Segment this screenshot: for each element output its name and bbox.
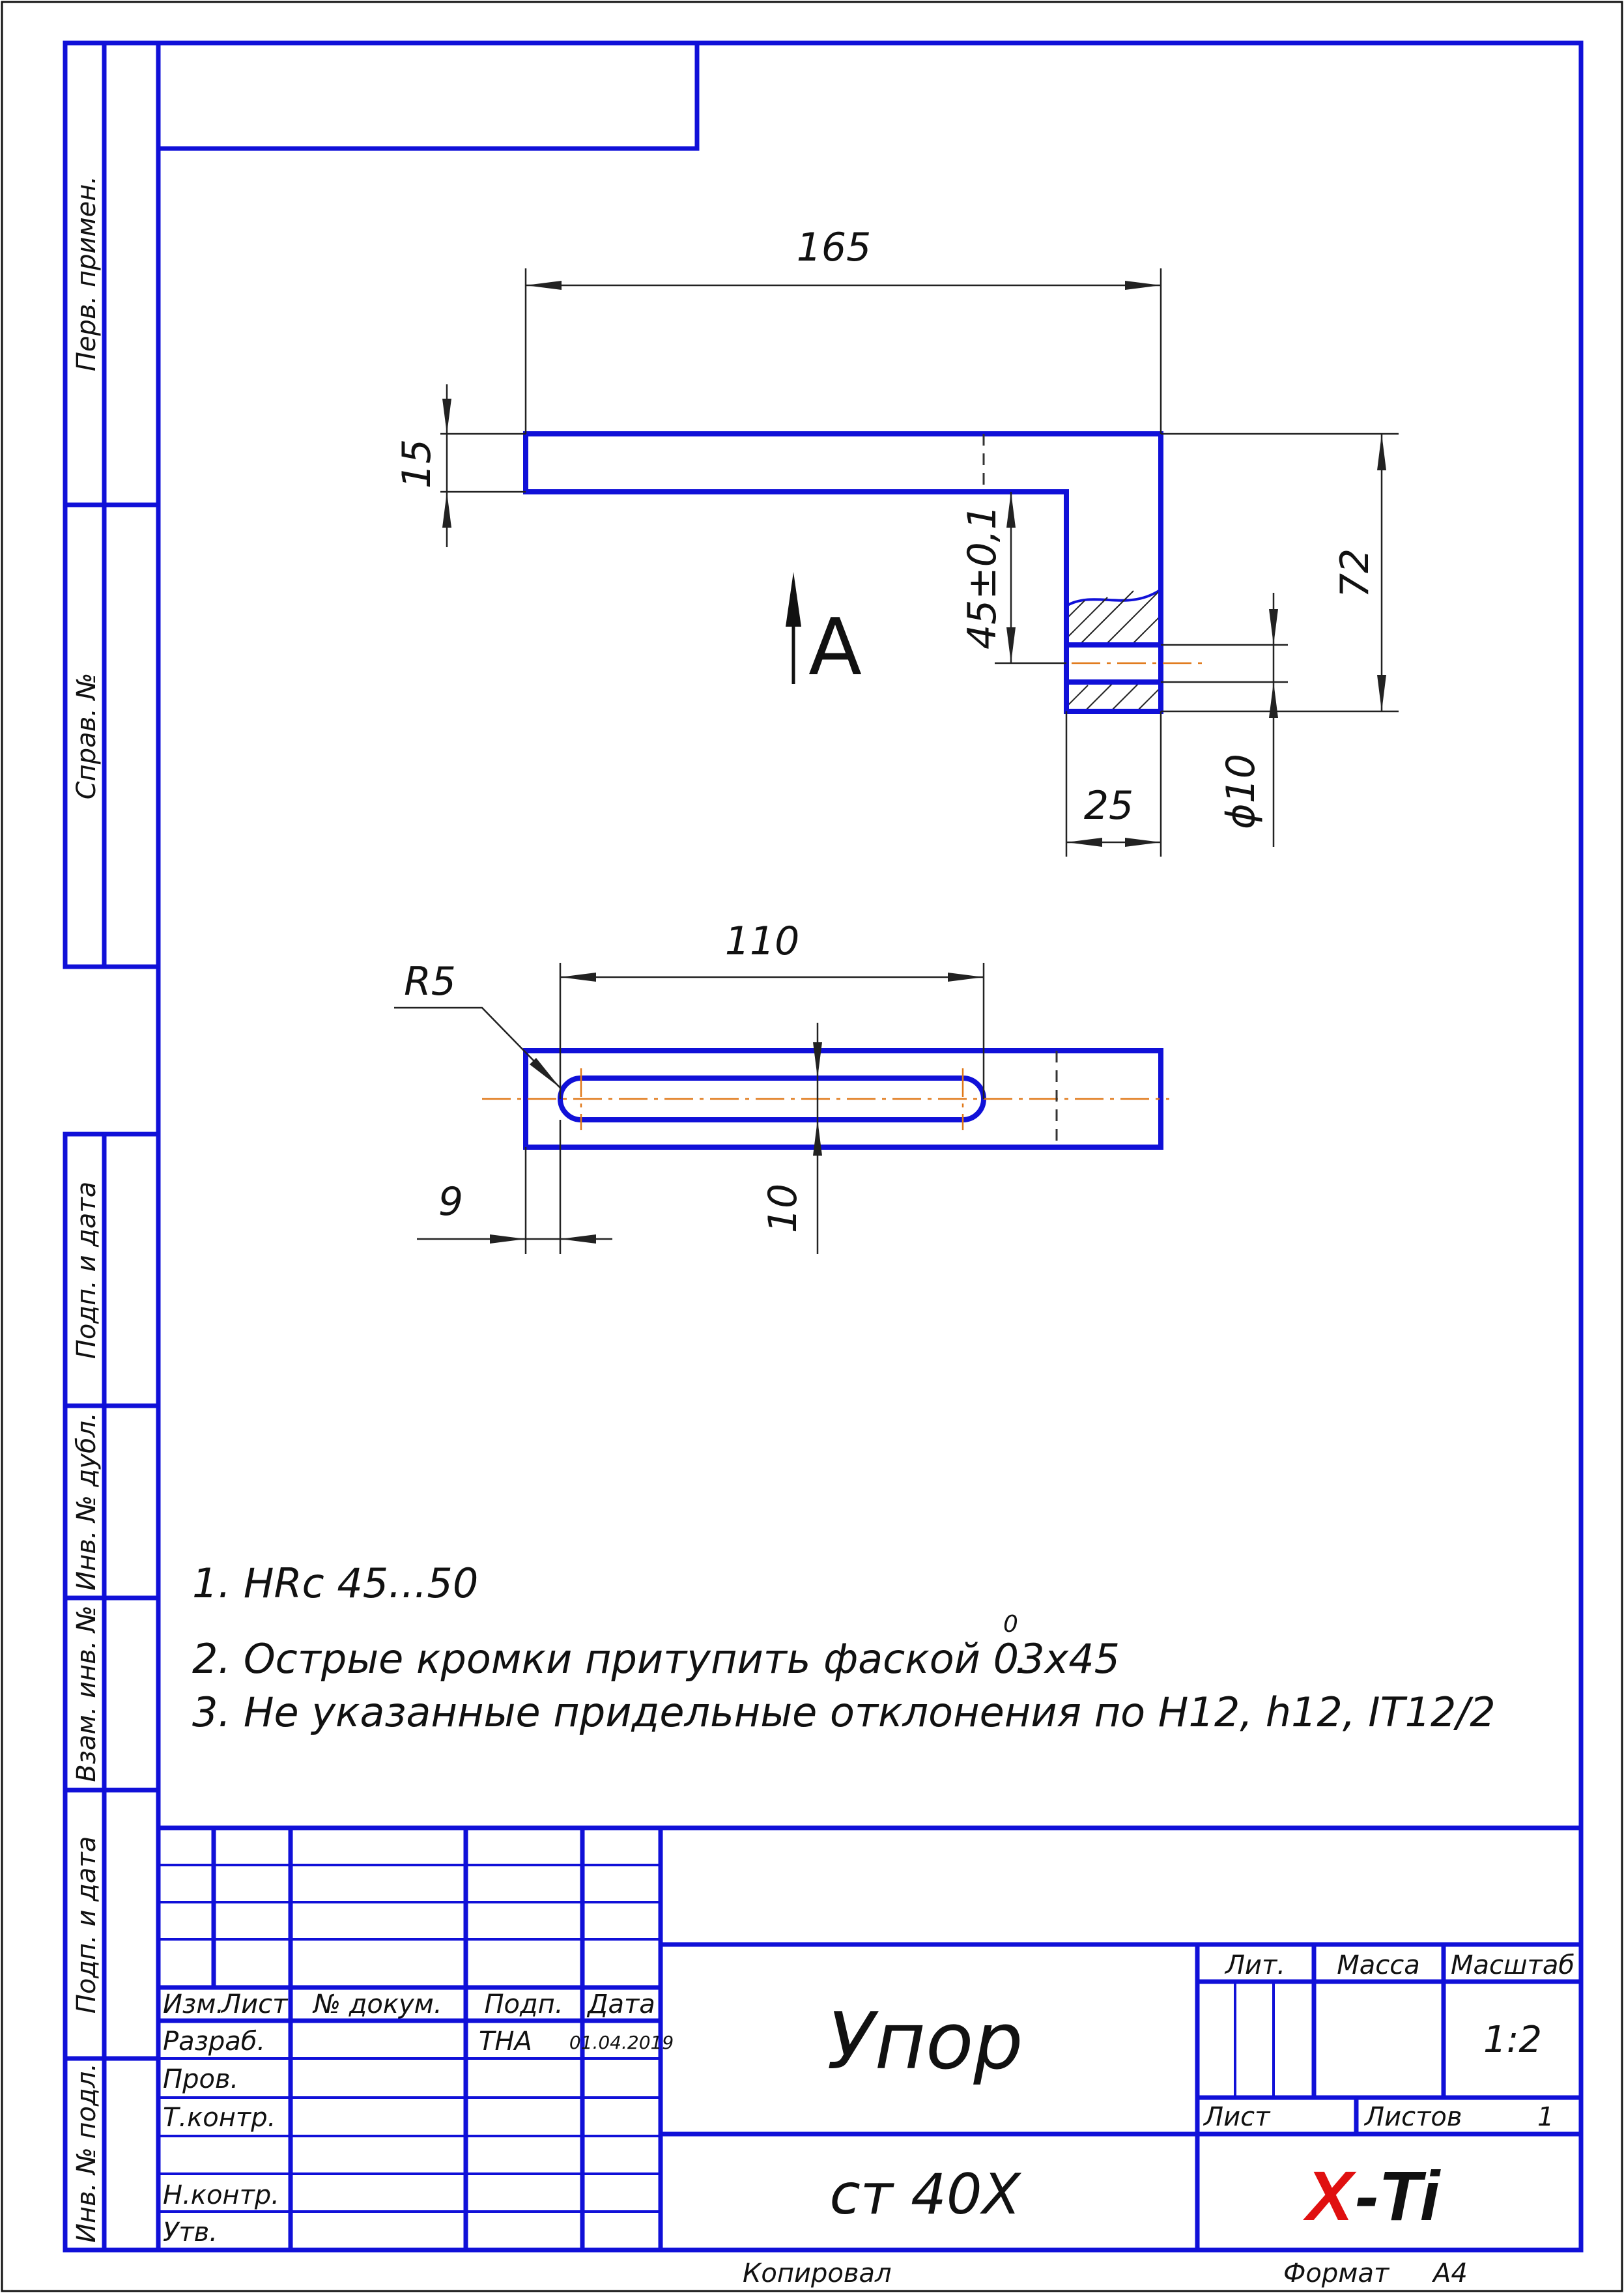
main-frame — [156, 40, 1584, 2253]
dimension-slot-width-10: 10 — [760, 1184, 806, 1233]
sheets-count: 1 — [1537, 2102, 1554, 2132]
row-razrab: Разраб. — [163, 2027, 265, 2057]
header-data: Дата — [586, 1989, 655, 2019]
dimension-165: 165 — [797, 225, 872, 270]
dimension-25: 25 — [1084, 783, 1133, 829]
part-outline-top — [523, 1048, 1163, 1150]
razrab-date: 01.04.2019 — [569, 2032, 674, 2053]
note-2-degree: 0 — [1003, 1611, 1018, 1638]
side-label-perv-primen: Перв. примен. — [72, 176, 102, 371]
view-label-a: А — [808, 603, 862, 693]
razrab-signature: ТНА — [479, 2027, 532, 2057]
sheets-label: Листов — [1363, 2102, 1462, 2132]
logo-x: X — [1303, 2156, 1357, 2235]
left-strip-lower — [63, 1132, 158, 2253]
note-3: 3. Не указанные придельные отклонения по… — [192, 1688, 1496, 1736]
dimension-hole-diameter: ϕ10 — [1218, 754, 1264, 829]
sheet-label: Лист — [1203, 2102, 1271, 2132]
header-izm: Изм. — [163, 1989, 224, 2019]
row-prov: Пров. — [163, 2064, 238, 2094]
side-label-podp-i-data-2: Подп. и дата — [72, 1836, 102, 2014]
section-hatching — [1065, 588, 1162, 712]
side-label-inv-no-podl: Инв. № подл. — [72, 2063, 102, 2243]
side-label-sprav-no: Справ. № — [72, 673, 102, 800]
side-label-podp-i-data: Подп. и дата — [72, 1182, 102, 1359]
material: ст 40Х — [829, 2162, 1021, 2227]
technical-notes: 1. HRc 45...50 2. Острые кромки притупит… — [192, 1560, 1496, 1736]
footer-format-value: А4 — [1431, 2258, 1468, 2288]
part-name: Упор — [827, 1997, 1023, 2087]
masshtab-label: Масштаб — [1451, 1950, 1574, 1980]
footer-format-label: Формат — [1283, 2258, 1390, 2288]
dimension-9: 9 — [438, 1179, 463, 1225]
note-1: 1. HRc 45...50 — [192, 1560, 478, 1607]
title-block: Изм. Лист № докум. Подп. Дата Разраб. Пр… — [158, 1825, 1581, 2250]
left-strip-upper — [63, 40, 158, 969]
dimension-110: 110 — [725, 919, 800, 964]
row-tkontr: Т.контр. — [163, 2103, 276, 2133]
top-view: 110 R5 9 10 — [394, 919, 1169, 1254]
header-podp: Подп. — [484, 1989, 563, 2019]
note-2: 2. Острые кромки притупить фаской 03х45 — [192, 1635, 1120, 1683]
side-label-inv-no-dubl: Инв. № дубл. — [72, 1412, 102, 1591]
dimension-72: 72 — [1332, 548, 1378, 598]
scale-value: 1:2 — [1483, 2019, 1542, 2061]
dimension-45-tolerance: 45±0,1 — [960, 505, 1005, 649]
logo-ti: -Ti — [1355, 2156, 1441, 2235]
lit-label: Лит. — [1224, 1950, 1285, 1980]
footer: Копировал Формат А4 — [743, 2258, 1468, 2288]
header-doc-no: № докум. — [312, 1989, 442, 2019]
dimension-15: 15 — [394, 439, 440, 489]
side-label-vzam-inv-no: Взам. инв. № — [72, 1605, 102, 1782]
dimension-r5: R5 — [404, 959, 456, 1004]
header-list: Лист — [220, 1989, 289, 2019]
footer-copied: Копировал — [743, 2258, 892, 2288]
company-logo: X -Ti — [1303, 2156, 1441, 2235]
front-view: 165 15 45±0,1 72 25 ϕ10 — [394, 225, 1399, 857]
massa-label: Масса — [1337, 1950, 1420, 1980]
note-2-end: . — [1015, 1635, 1028, 1683]
additional-column-box — [158, 43, 700, 151]
row-utv: Утв. — [163, 2217, 218, 2247]
row-nkontr: Н.контр. — [163, 2180, 279, 2210]
